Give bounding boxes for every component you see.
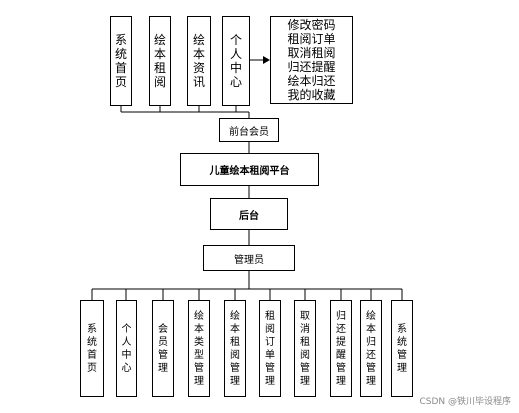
back-module-member-management: 会员管理 bbox=[152, 300, 174, 397]
front-member-node: 前台会员 bbox=[219, 118, 279, 142]
back-module-cancel-rental-management: 取消租阅管理 bbox=[294, 300, 316, 397]
front-module-personal-center: 个人中心 bbox=[222, 16, 250, 106]
back-module-book-rental-management: 绘本租阅管理 bbox=[224, 300, 246, 397]
personal-center-submenu: 修改密码 租阅订单 取消租阅 归还提醒 绘本归还 我的收藏 bbox=[270, 16, 353, 104]
backend-node: 后台 bbox=[210, 198, 288, 230]
front-module-picture-book-news: 绘本资讯 bbox=[187, 16, 211, 106]
arrow-head bbox=[263, 56, 270, 64]
back-module-personal-center: 个人中心 bbox=[116, 300, 137, 397]
back-module-book-type-management: 绘本类型管理 bbox=[188, 300, 210, 397]
back-module-book-return-management: 绘本归还管理 bbox=[360, 300, 382, 397]
back-module-return-reminder-management: 归还提醒管理 bbox=[330, 300, 352, 397]
front-module-home: 系统首页 bbox=[110, 16, 132, 106]
front-module-picture-book-rental: 绘本租阅 bbox=[149, 16, 171, 106]
back-module-rental-order-management: 租阅订单管理 bbox=[259, 300, 281, 397]
back-module-system-management: 系统管理 bbox=[391, 300, 413, 397]
watermark: CSDN @铁川毕设程序 bbox=[419, 397, 511, 407]
back-module-home: 系统首页 bbox=[80, 300, 104, 397]
admin-node: 管理员 bbox=[203, 245, 295, 271]
platform-node: 儿童绘本租阅平台 bbox=[180, 153, 319, 186]
